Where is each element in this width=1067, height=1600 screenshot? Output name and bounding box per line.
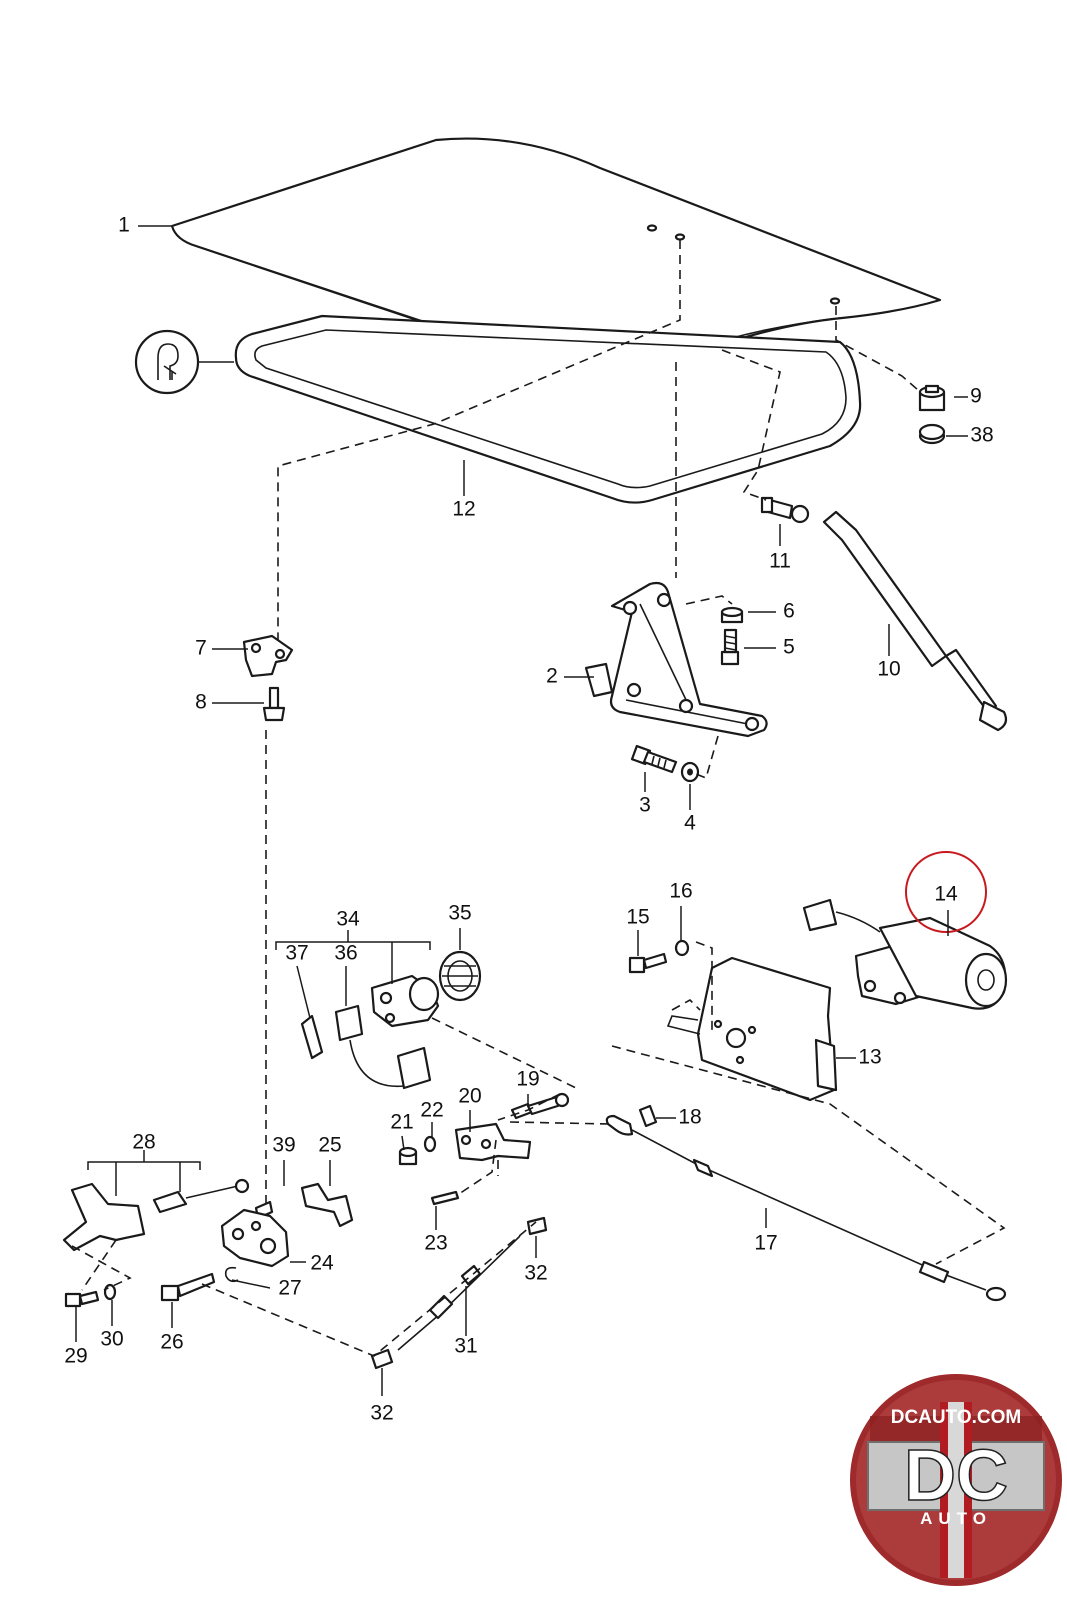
callout-6: 6	[783, 600, 795, 623]
callout-36: 36	[334, 942, 357, 965]
logo-site-text: DCAUTO.COM	[891, 1407, 1022, 1428]
part-23-screw	[430, 1190, 460, 1206]
callout-28: 28	[132, 1131, 155, 1154]
part-11-ball-stud	[760, 496, 810, 524]
part-34-lock-cylinder	[370, 974, 440, 1028]
part-32-nut-lower	[370, 1348, 394, 1370]
callout-4: 4	[684, 812, 696, 835]
callout-32-lower: 32	[370, 1402, 393, 1425]
dcauto-logo: DCAUTO.COM DC AUTO	[850, 1374, 1062, 1586]
part-12-seal-frame	[234, 314, 862, 504]
part-30-washer	[103, 1283, 117, 1301]
part-13-bracket	[666, 956, 838, 1102]
callout-12: 12	[452, 498, 475, 521]
callout-19: 19	[516, 1068, 539, 1091]
logo-word: AUTO	[920, 1509, 992, 1528]
part-14-motor	[802, 898, 1008, 1010]
callout-13: 13	[858, 1046, 881, 1069]
part-28-release-lever	[62, 1178, 250, 1252]
callout-9: 9	[970, 385, 982, 408]
part-36-switch	[334, 1004, 432, 1090]
callout-10: 10	[877, 658, 900, 681]
part-22-washer	[423, 1135, 437, 1153]
part-27-clip	[224, 1266, 239, 1283]
leader-lines	[75, 225, 968, 1396]
part-29-bolt	[64, 1290, 100, 1308]
callout-8: 8	[195, 691, 207, 714]
part-18-clip	[638, 1104, 658, 1128]
callouts: 1 2 3 4 5 6 7 8 9 10 11 12 13 14 15 16 1…	[64, 214, 993, 1425]
callout-32-upper: 32	[524, 1262, 547, 1285]
callout-30: 30	[100, 1328, 123, 1351]
part-4-washer	[680, 761, 700, 783]
callout-15: 15	[626, 906, 649, 929]
part-24-latch	[220, 1208, 290, 1268]
callout-23: 23	[424, 1232, 447, 1255]
part-25-bracket	[300, 1182, 354, 1228]
callout-26: 26	[160, 1331, 183, 1354]
part-31-pull-rod	[397, 1235, 521, 1351]
callout-24: 24	[310, 1252, 334, 1275]
callout-22: 22	[420, 1099, 443, 1122]
part-8-bolt	[262, 686, 286, 722]
part-6-nut	[720, 606, 744, 624]
callout-11: 11	[769, 550, 791, 573]
callout-3: 3	[639, 794, 651, 817]
callout-16: 16	[669, 880, 692, 903]
callout-7: 7	[195, 637, 207, 660]
callout-5: 5	[783, 636, 795, 659]
part-21-nut	[398, 1146, 418, 1166]
callout-29: 29	[64, 1345, 87, 1368]
part-26-bolt	[160, 1272, 216, 1302]
callout-37: 37	[285, 942, 308, 965]
callout-1: 1	[118, 214, 130, 237]
logo-mark: DC	[904, 1436, 1008, 1516]
part-37-clip	[300, 1014, 324, 1060]
part-10-gas-strut	[822, 510, 1008, 732]
callout-17: 17	[754, 1232, 777, 1255]
callout-21: 21	[390, 1111, 413, 1134]
callout-2: 2	[546, 665, 558, 688]
part-9-buffer	[918, 384, 946, 412]
callout-39: 39	[272, 1134, 295, 1157]
part-7-bracket	[242, 634, 294, 678]
seal-profile-icon	[134, 329, 234, 395]
part-16-washer	[674, 939, 690, 957]
callout-20: 20	[458, 1085, 481, 1108]
callout-14: 14	[934, 883, 958, 906]
part-20-bracket	[454, 1122, 532, 1162]
part-2-hinge	[584, 581, 768, 738]
callout-38: 38	[970, 424, 993, 447]
part-35-cap	[438, 950, 482, 1002]
callout-18: 18	[678, 1106, 701, 1129]
callout-31: 31	[454, 1335, 477, 1358]
part-14-highlight	[905, 851, 987, 933]
part-3-bolt	[630, 744, 678, 774]
callout-27: 27	[278, 1277, 301, 1300]
callout-35: 35	[448, 902, 471, 925]
part-32-nut-upper	[526, 1216, 548, 1236]
part-15-bolt	[628, 952, 668, 974]
assembly-lines	[71, 240, 1006, 1357]
part-19-bolt	[510, 1092, 570, 1120]
part-17-cable	[605, 1114, 1007, 1302]
callout-25: 25	[318, 1134, 341, 1157]
callout-34: 34	[336, 908, 360, 931]
part-5-bolt	[720, 628, 740, 666]
part-38-pad	[918, 423, 946, 445]
